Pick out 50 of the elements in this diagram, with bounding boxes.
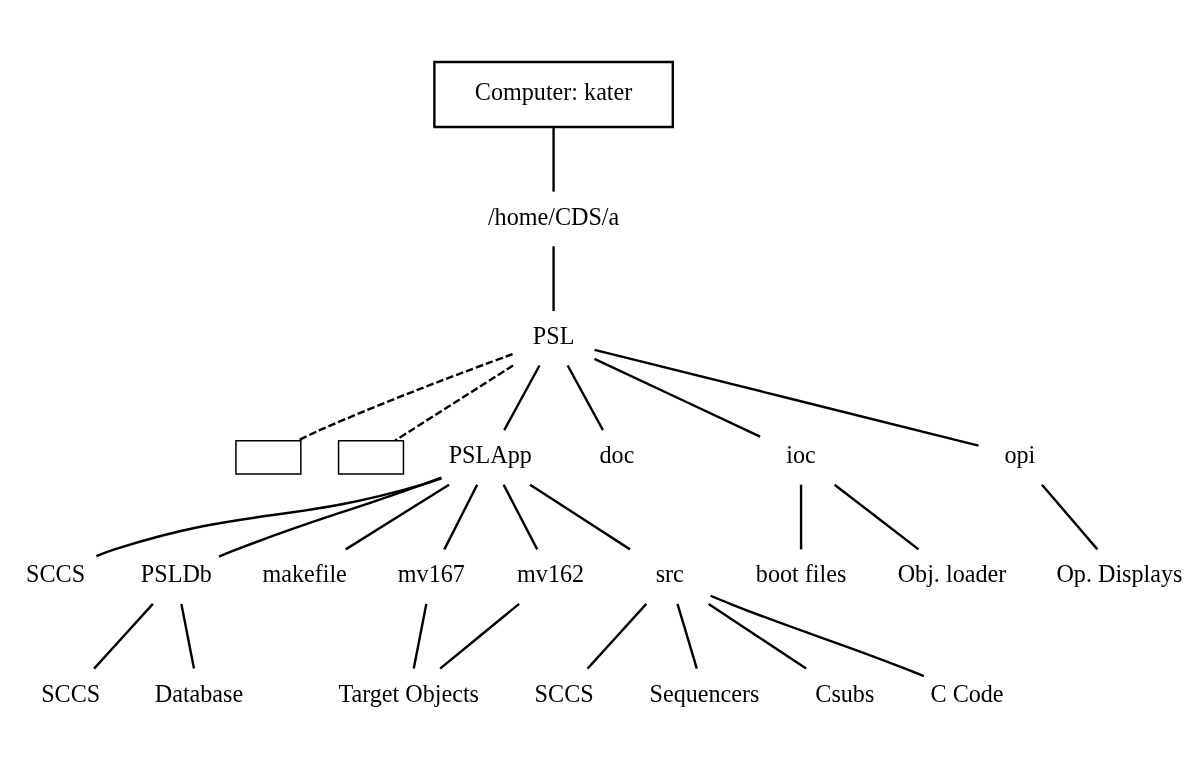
node-text: Target Objects xyxy=(338,679,480,707)
connector xyxy=(443,483,479,550)
connector xyxy=(566,364,604,431)
node-text: Database xyxy=(154,679,244,707)
node-text: PSLApp xyxy=(448,440,532,468)
node-text: /home/CDS/a xyxy=(487,202,620,230)
node-text: Obj. loader xyxy=(897,559,1007,587)
node-box xyxy=(235,439,302,475)
connector xyxy=(412,603,428,669)
connector xyxy=(218,475,442,558)
connector xyxy=(594,348,979,447)
connector xyxy=(586,602,648,669)
connector xyxy=(502,483,539,550)
node-text: Op. Displays xyxy=(1056,559,1183,587)
connector xyxy=(529,483,631,550)
node-text: SCCS xyxy=(26,559,86,587)
node-text: PSL xyxy=(532,321,575,349)
node-text: boot files xyxy=(755,559,847,587)
node-text: PSLDb xyxy=(140,559,212,587)
node-text: mv162 xyxy=(517,559,585,587)
node-box: Computer: kater xyxy=(433,60,674,128)
node-text: C Code xyxy=(930,679,1004,707)
node-box xyxy=(337,439,405,475)
node-text: mv167 xyxy=(397,559,465,587)
node-text: SCCS xyxy=(41,679,101,707)
connector xyxy=(710,594,925,677)
connector xyxy=(707,602,807,670)
connector xyxy=(552,245,555,311)
connector xyxy=(394,363,514,441)
connector xyxy=(1041,483,1099,550)
connector xyxy=(345,483,450,550)
connector xyxy=(676,603,698,669)
node-text: ioc xyxy=(786,440,816,468)
connector xyxy=(95,476,442,557)
connector xyxy=(93,602,154,669)
node-text: opi xyxy=(1004,440,1036,468)
node-text: Csubs xyxy=(815,679,875,707)
connector xyxy=(439,602,520,669)
connector xyxy=(552,126,555,192)
node-text: makefile xyxy=(262,559,347,587)
node-text: doc xyxy=(599,440,635,468)
connector xyxy=(593,357,761,438)
connector xyxy=(799,484,803,549)
node-text: Sequencers xyxy=(649,679,760,707)
node-text: src xyxy=(655,559,684,587)
connector xyxy=(180,603,196,669)
connector xyxy=(833,483,920,550)
connector xyxy=(503,364,541,431)
node-text: SCCS xyxy=(534,679,594,707)
connector xyxy=(296,352,513,442)
